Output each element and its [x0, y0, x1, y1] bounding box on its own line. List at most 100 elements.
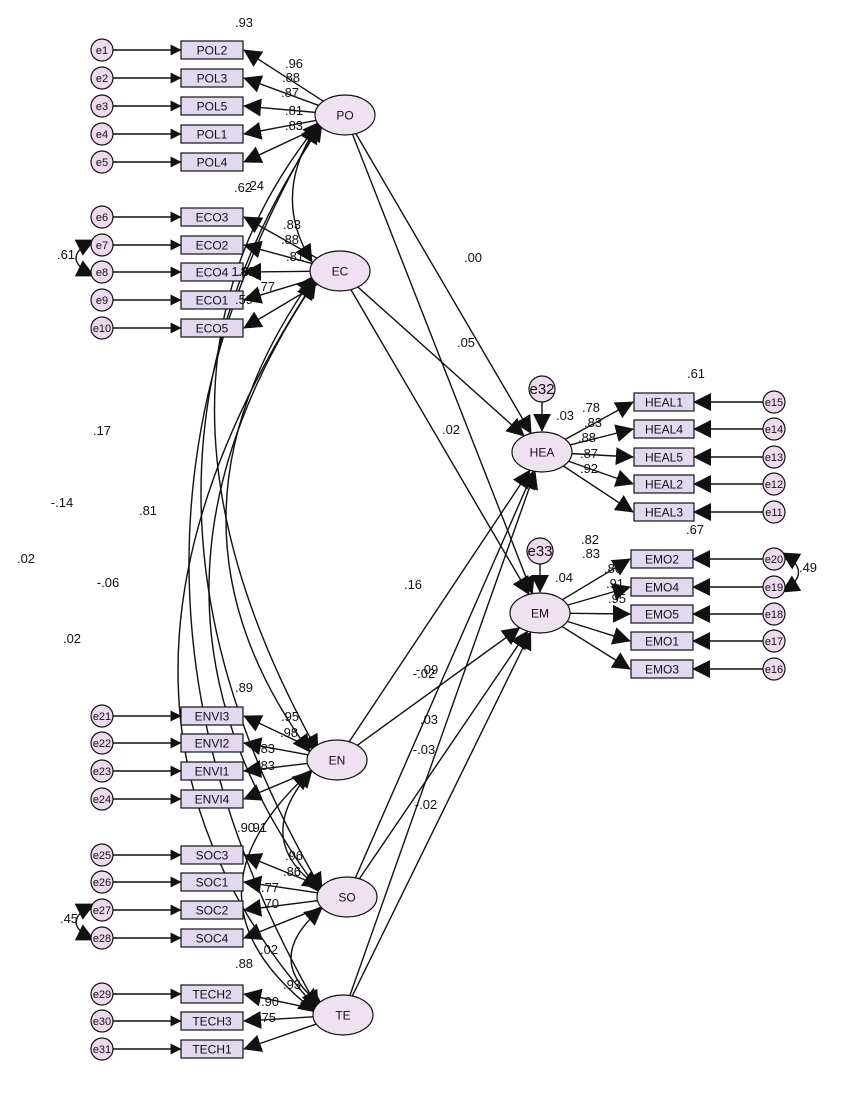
indicator-label: ECO2	[196, 239, 229, 253]
error-label: e31	[93, 1044, 111, 1056]
covariance-ec-te	[177, 281, 319, 1011]
indicator-box: ECO4	[180, 262, 244, 282]
error-term: e24	[90, 787, 114, 811]
indicator-box: POL1	[180, 124, 244, 144]
estimate-label: .05	[457, 335, 475, 350]
indicator-label: TECH2	[192, 988, 232, 1002]
estimate-label: -.14	[51, 495, 73, 510]
indicator-label: HEAL2	[645, 478, 683, 492]
loading-path	[243, 278, 313, 304]
error-term: e12	[762, 472, 786, 496]
error-term: e7	[90, 233, 114, 257]
error-label: e3	[96, 101, 108, 113]
error-label: e30	[93, 1016, 111, 1028]
error-term: e29	[90, 982, 114, 1006]
error-term: e28	[90, 926, 114, 950]
error-term: e22	[90, 731, 114, 755]
structural-path-so-em	[358, 630, 529, 880]
indicator-box: SOC2	[180, 900, 244, 920]
estimate-label: .90	[237, 820, 255, 835]
estimate-label: .17	[93, 423, 111, 438]
estimate-label: .00	[464, 250, 482, 265]
indicator-box: TECH2	[180, 984, 244, 1004]
error-term: e6	[90, 205, 114, 229]
loading-path	[243, 49, 324, 102]
error-label: e5	[96, 157, 108, 169]
estimate-label: .87	[580, 446, 598, 461]
loading-path	[243, 119, 317, 140]
error-term: e4	[90, 122, 114, 146]
structural-path-po-em	[351, 134, 535, 595]
estimates-layer: .93.96.88.87.81.83.24.62.83.88.81.83.77.…	[17, 15, 817, 1025]
estimate-label: .49	[799, 560, 817, 575]
error-term: e5	[90, 150, 114, 174]
estimate-label: .83	[237, 264, 255, 279]
estimate-label: .77	[261, 880, 279, 895]
error-label: e13	[765, 452, 783, 464]
residual-label: e33	[527, 543, 552, 560]
latent-label: EM	[531, 607, 549, 621]
estimate-label: .86	[604, 561, 622, 576]
covariance-en-te	[240, 771, 317, 1013]
estimate-label: .91	[606, 576, 624, 591]
latent-label: HEA	[530, 446, 555, 460]
error-label: e25	[93, 850, 111, 862]
indicator-box: ENVI3	[180, 706, 244, 726]
latent-ec: EC	[309, 250, 371, 292]
estimate-label: .96	[285, 848, 303, 863]
loading-path	[243, 262, 311, 281]
indicator-box: EMO4	[630, 577, 694, 597]
error-label: e14	[765, 424, 783, 436]
indicator-label: POL4	[197, 156, 228, 170]
indicator-label: EMO2	[645, 553, 679, 567]
indicator-label: SOC3	[196, 849, 229, 863]
loading-path	[569, 604, 631, 623]
residual-e33: e33	[526, 537, 554, 565]
indicator-box: ECO5	[180, 318, 244, 338]
estimate-label: .92	[580, 461, 598, 476]
indicator-label: HEAL1	[645, 396, 683, 410]
error-term: e26	[90, 870, 114, 894]
estimate-label: .03	[420, 712, 438, 727]
loading-path	[243, 98, 316, 117]
indicator-label: POL5	[197, 100, 228, 114]
indicator-label: ECO1	[196, 294, 229, 308]
estimate-label: .83	[285, 118, 303, 133]
error-term: e27	[90, 898, 114, 922]
error-term: e10	[90, 316, 114, 340]
error-label: e8	[96, 267, 108, 279]
latent-em: EM	[509, 592, 571, 634]
estimate-label: .89	[235, 680, 253, 695]
loading-path	[243, 75, 319, 107]
indicator-label: ENVI2	[195, 737, 230, 751]
structural-path-ec-hea	[357, 286, 525, 437]
estimate-label: .81	[139, 503, 157, 518]
estimate-label: .88	[282, 70, 300, 85]
error-label: e9	[96, 295, 108, 307]
estimate-label: .90	[261, 994, 279, 1009]
latent-label: SO	[338, 891, 355, 905]
error-label: e12	[765, 479, 783, 491]
indicator-label: SOC1	[196, 876, 229, 890]
loading-path	[243, 760, 308, 778]
error-label: e1	[96, 45, 108, 57]
loading-path	[568, 460, 634, 487]
structural-path-so-hea	[354, 470, 535, 879]
error-term: e3	[90, 94, 114, 118]
estimate-label: .24	[246, 178, 264, 193]
error-term: e14	[762, 417, 786, 441]
structural-path-te-hea	[349, 470, 538, 996]
indicator-box: EMO1	[630, 631, 694, 651]
paths-layer	[74, 44, 802, 1055]
indicator-box: POL2	[180, 40, 244, 60]
indicator-box: HEAL2	[633, 474, 695, 494]
estimate-label: .82	[581, 532, 599, 547]
error-term: e8	[90, 260, 114, 284]
error-label: e16	[765, 664, 783, 676]
error-term: e25	[90, 843, 114, 867]
indicator-box: ENVI2	[180, 733, 244, 753]
estimate-label: .61	[57, 247, 75, 262]
error-term: e20	[762, 547, 786, 571]
loading-path	[561, 625, 631, 670]
error-label: e7	[96, 240, 108, 252]
